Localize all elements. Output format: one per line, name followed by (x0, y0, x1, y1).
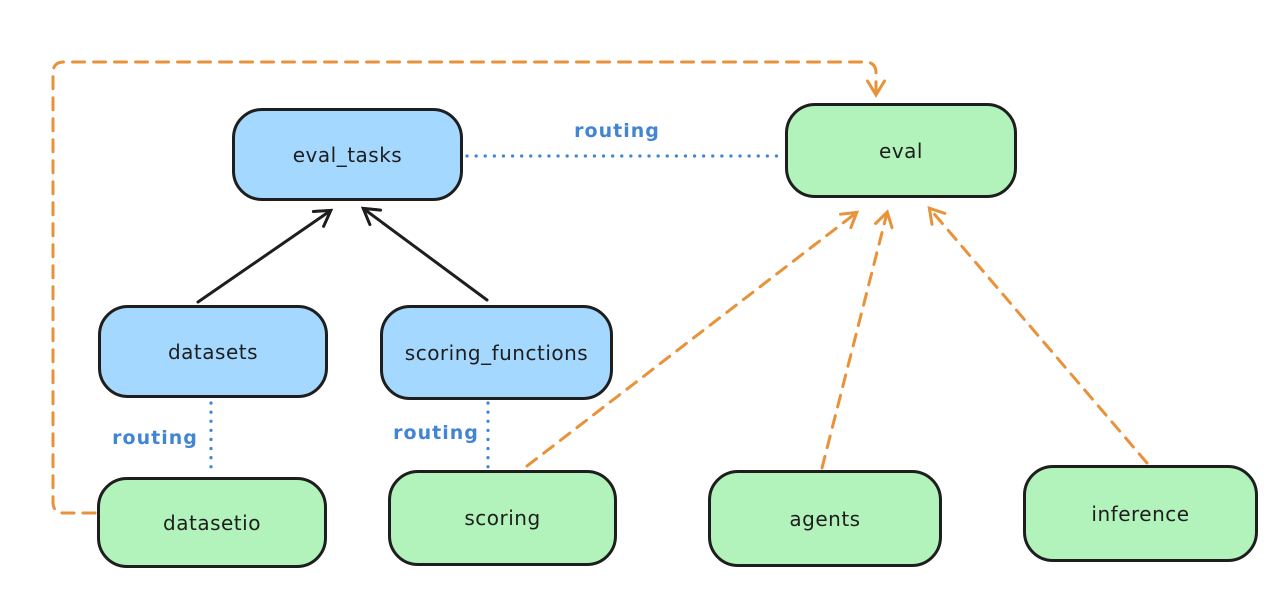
edge-label-routing-eval-tasks-eval[interactable]: routing (574, 120, 660, 142)
node-eval-label: eval (879, 138, 923, 163)
node-inference-label: inference (1091, 501, 1190, 526)
node-agents-label: agents (789, 506, 861, 531)
node-eval-tasks[interactable]: eval_tasks (232, 108, 463, 201)
node-scoring-functions-label: scoring_functions (404, 340, 589, 365)
edge-datasetio-to-eval[interactable] (51, 60, 886, 515)
node-datasets-label: datasets (167, 339, 259, 364)
node-inference[interactable]: inference (1023, 465, 1258, 562)
edge-agents-to-eval[interactable] (820, 209, 894, 470)
edge-label-routing-scoring-functions-scoring[interactable]: routing (393, 422, 479, 444)
edge-label-routing-datasets-datasetio[interactable]: routing (112, 427, 198, 449)
node-datasetio[interactable]: datasetio (97, 477, 327, 568)
node-eval[interactable]: eval (785, 103, 1017, 198)
node-scoring[interactable]: scoring (388, 470, 617, 566)
edge-inference-to-eval[interactable] (927, 206, 1149, 465)
node-scoring-functions[interactable]: scoring_functions (380, 305, 613, 400)
node-datasets[interactable]: datasets (98, 305, 328, 398)
edge-scoring-functions-to-eval-tasks[interactable] (360, 206, 489, 302)
edge-scoring-to-eval[interactable] (525, 210, 860, 468)
node-eval-tasks-label: eval_tasks (292, 142, 403, 167)
node-scoring-label: scoring (464, 506, 541, 530)
edge-datasets-to-eval-tasks[interactable] (196, 208, 334, 304)
node-agents[interactable]: agents (708, 470, 942, 567)
node-datasetio-label: datasetio (163, 510, 261, 535)
